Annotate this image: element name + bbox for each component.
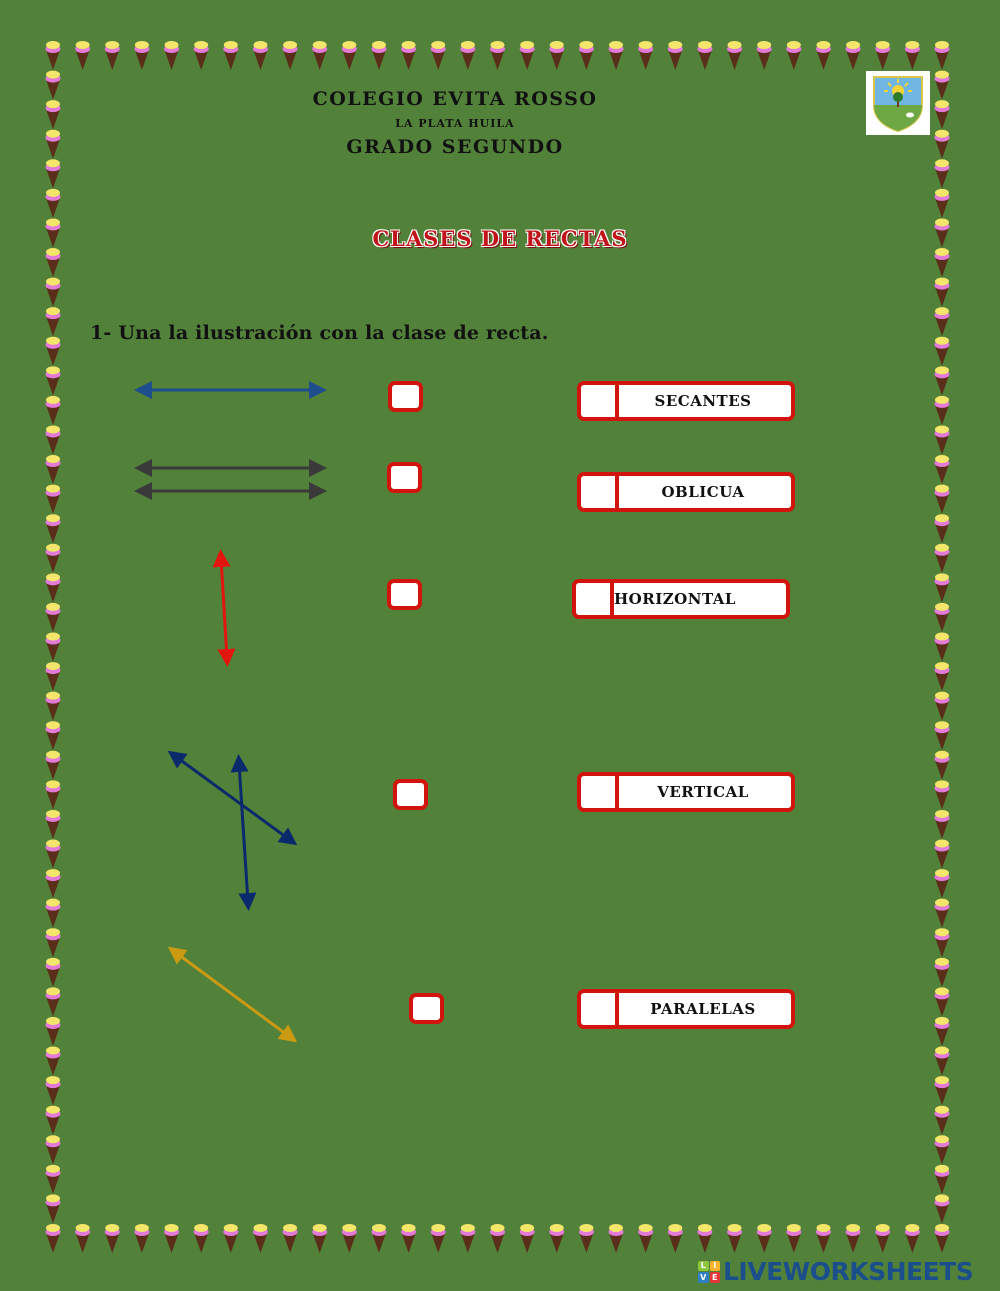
liveworksheets-text: LIVEWORKSHEETS <box>723 1257 974 1286</box>
school-shield-logo-icon <box>866 71 930 135</box>
answer-label: OBLICUA <box>661 483 745 501</box>
grade-label: GRADO SEGUNDO <box>346 136 564 158</box>
drop-target-4[interactable] <box>393 779 428 810</box>
answer-label: PARALELAS <box>650 1000 756 1018</box>
drag-handle[interactable] <box>581 385 619 417</box>
drop-target-1[interactable] <box>388 381 423 412</box>
drag-handle[interactable] <box>576 583 614 615</box>
drop-target-3[interactable] <box>387 579 422 610</box>
liveworksheets-watermark: L I V E LIVEWORKSHEETS <box>698 1257 974 1286</box>
answer-oblicua[interactable]: OBLICUA <box>577 472 795 512</box>
worksheet-title: CLASES DE RECTAS <box>372 226 628 251</box>
drag-handle[interactable] <box>581 776 619 808</box>
answer-horizontal[interactable]: HORIZONTAL <box>572 579 790 619</box>
answer-label: VERTICAL <box>657 783 749 801</box>
answer-paralelas[interactable]: PARALELAS <box>577 989 795 1029</box>
drag-handle[interactable] <box>581 476 619 508</box>
live-badge-icon: L I V E <box>698 1260 720 1283</box>
answer-vertical[interactable]: VERTICAL <box>577 772 795 812</box>
drop-target-5[interactable] <box>409 993 444 1024</box>
badge-letter: L <box>698 1260 709 1271</box>
badge-letter: V <box>698 1272 709 1283</box>
drag-handle[interactable] <box>581 993 619 1025</box>
answer-label: HORIZONTAL <box>614 590 736 608</box>
badge-letter: E <box>709 1272 720 1283</box>
badge-letter: I <box>709 1260 720 1271</box>
instruction-text: 1- Una la ilustración con la clase de re… <box>90 322 549 344</box>
drop-target-2[interactable] <box>387 462 422 493</box>
school-city: LA PLATA HUILA <box>395 117 515 130</box>
answer-secantes[interactable]: SECANTES <box>577 381 795 421</box>
school-name: COLEGIO EVITA ROSSO <box>312 88 598 110</box>
answer-label: SECANTES <box>654 392 752 410</box>
